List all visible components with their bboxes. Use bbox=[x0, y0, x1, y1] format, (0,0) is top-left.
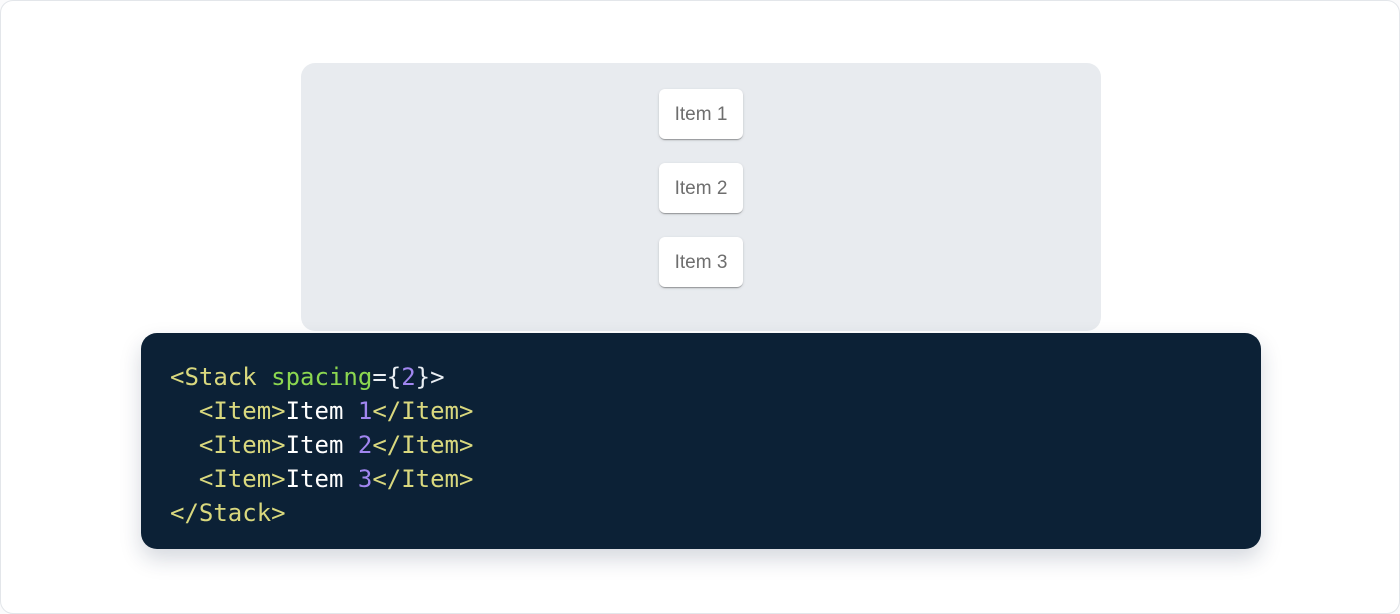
code-token-tag: </Stack> bbox=[170, 499, 286, 527]
code-line: <Stack spacing={2}> bbox=[170, 360, 1241, 394]
code-token-plain bbox=[170, 465, 199, 493]
code-token-plain bbox=[170, 431, 199, 459]
code-token-tag: <Item> bbox=[198, 431, 286, 459]
code-token-plain: Item bbox=[285, 465, 358, 493]
code-token-punct: ={ bbox=[372, 363, 402, 391]
code-block: <Stack spacing={2}> <Item>Item 1</Item> … bbox=[141, 333, 1261, 549]
stack-item-label: Item 3 bbox=[674, 251, 728, 273]
stack-item-label: Item 2 bbox=[674, 177, 728, 199]
code-token-num: 1 bbox=[357, 397, 373, 425]
code-token-plain: Item bbox=[285, 431, 358, 459]
code-lines: <Stack spacing={2}> <Item>Item 1</Item> … bbox=[170, 360, 1241, 530]
code-token-punct: }> bbox=[415, 363, 445, 391]
code-token-attr: spacing bbox=[271, 363, 373, 391]
stack-preview-panel: Item 1 Item 2 Item 3 bbox=[301, 63, 1101, 331]
code-token-num: 3 bbox=[357, 465, 373, 493]
code-token-tag: </Item> bbox=[372, 465, 474, 493]
code-line: <Item>Item 1</Item> bbox=[170, 394, 1241, 428]
code-token-plain bbox=[257, 363, 271, 391]
code-line: <Item>Item 2</Item> bbox=[170, 428, 1241, 462]
stack-item-label: Item 1 bbox=[674, 103, 728, 125]
stack-item-card: Item 2 bbox=[659, 163, 743, 213]
code-token-tag: </Item> bbox=[372, 397, 474, 425]
code-token-tag: </Item> bbox=[372, 431, 474, 459]
stack-item-card: Item 3 bbox=[659, 237, 743, 287]
code-line: </Stack> bbox=[170, 496, 1241, 530]
stack-item-card: Item 1 bbox=[659, 89, 743, 139]
code-token-tag: <Item> bbox=[198, 465, 286, 493]
code-token-plain bbox=[170, 397, 199, 425]
code-token-plain: Item bbox=[285, 397, 358, 425]
code-token-num: 2 bbox=[357, 431, 373, 459]
code-token-tag: <Stack bbox=[170, 363, 257, 391]
code-token-tag: <Item> bbox=[198, 397, 286, 425]
code-token-num: 2 bbox=[401, 363, 416, 391]
code-line: <Item>Item 3</Item> bbox=[170, 462, 1241, 496]
